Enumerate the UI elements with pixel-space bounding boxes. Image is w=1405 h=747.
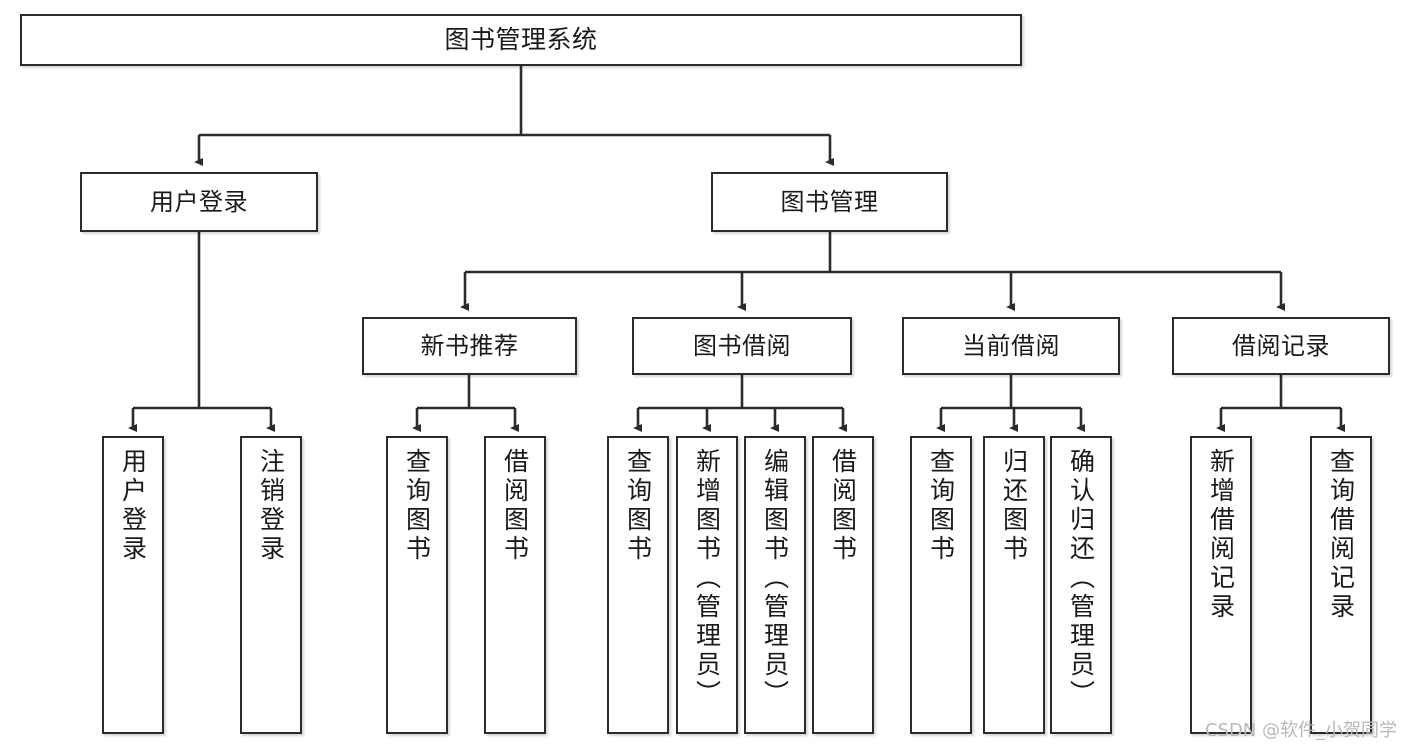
leaf-borrow-book-recommend-label: 借阅图书 [500, 448, 530, 564]
leaf-confirm-return-admin[interactable]: 确认归还（管理员） [1050, 436, 1112, 734]
leaf-logout[interactable]: 注销登录 [240, 436, 302, 734]
leaf-return-book[interactable]: 归还图书 [983, 436, 1045, 734]
leaf-edit-book-admin[interactable]: 编辑图书（管理员） [744, 436, 806, 734]
leaf-borrow-book-recommend[interactable]: 借阅图书 [484, 436, 546, 734]
node-current-borrow-label: 当前借阅 [962, 331, 1060, 360]
leaf-borrow-book[interactable]: 借阅图书 [812, 436, 874, 734]
node-book-management[interactable]: 图书管理 [711, 172, 948, 232]
node-new-book-recommend-label: 新书推荐 [420, 331, 519, 360]
node-book-borrow[interactable]: 图书借阅 [632, 317, 852, 375]
watermark: CSDN @软件_小贺同学 [1204, 720, 1397, 741]
leaf-query-book-current-label: 查询图书 [926, 448, 956, 564]
node-new-book-recommend[interactable]: 新书推荐 [362, 317, 577, 375]
leaf-add-book-admin[interactable]: 新增图书（管理员） [676, 436, 738, 734]
node-book-management-label: 图书管理 [780, 187, 879, 216]
leaf-edit-book-admin-label: 编辑图书（管理员） [760, 448, 790, 709]
node-user-login[interactable]: 用户登录 [80, 172, 318, 232]
leaf-query-book-recommend-label: 查询图书 [402, 448, 432, 564]
node-borrow-record-label: 借阅记录 [1232, 331, 1330, 360]
leaf-return-book-label: 归还图书 [999, 448, 1029, 564]
leaf-user-login-label: 用户登录 [118, 448, 148, 564]
leaf-user-login[interactable]: 用户登录 [102, 436, 164, 734]
leaf-confirm-return-admin-label: 确认归还（管理员） [1066, 448, 1096, 709]
leaf-add-borrow-record[interactable]: 新增借阅记录 [1190, 436, 1252, 734]
leaf-query-book-current[interactable]: 查询图书 [910, 436, 972, 734]
node-root-label: 图书管理系统 [444, 25, 598, 55]
leaf-borrow-book-label: 借阅图书 [828, 448, 858, 564]
node-current-borrow[interactable]: 当前借阅 [902, 317, 1120, 375]
leaf-query-book-borrow-label: 查询图书 [623, 448, 653, 564]
leaf-query-borrow-record-label: 查询借阅记录 [1326, 448, 1356, 622]
leaf-query-book-borrow[interactable]: 查询图书 [607, 436, 669, 734]
node-user-login-label: 用户登录 [150, 187, 248, 216]
leaf-query-borrow-record[interactable]: 查询借阅记录 [1310, 436, 1372, 734]
leaf-query-book-recommend[interactable]: 查询图书 [386, 436, 448, 734]
node-borrow-record[interactable]: 借阅记录 [1172, 317, 1390, 375]
node-root[interactable]: 图书管理系统 [20, 14, 1022, 66]
node-book-borrow-label: 图书借阅 [693, 331, 791, 360]
leaf-logout-label: 注销登录 [256, 448, 286, 564]
leaf-add-borrow-record-label: 新增借阅记录 [1206, 448, 1236, 622]
leaf-add-book-admin-label: 新增图书（管理员） [692, 448, 722, 709]
